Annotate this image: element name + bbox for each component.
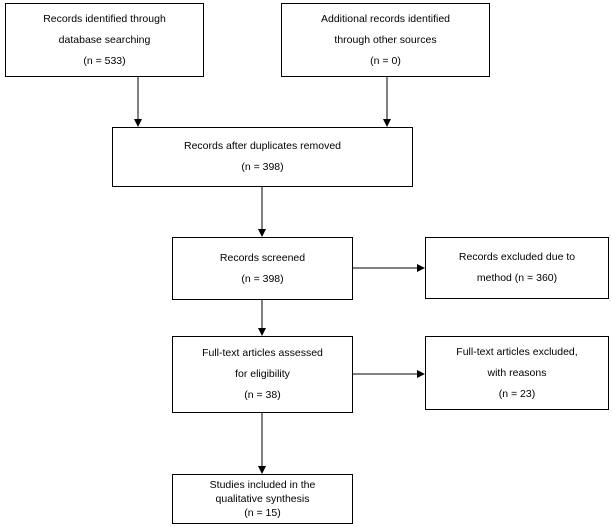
box-text-line: Records identified through [43,12,166,25]
box-text-line: method (n = 360) [476,272,558,284]
box-records-screened: Records screened (n = 398) [172,237,353,300]
box-text-line: through other sources [334,33,437,46]
box-text-line: (n = 398) [241,161,284,173]
box-text-line: Full-text articles excluded, [456,345,578,358]
box-text-line: (n = 398) [241,272,284,285]
box-additional-records-other-sources: Additional records identified through ot… [281,3,490,77]
box-text-line: Records after duplicates removed [184,140,341,152]
box-text-line: database searching [58,33,151,46]
box-text-line: Records screened [219,251,306,264]
box-text-line: Full-text articles assessed [202,347,323,359]
box-text-line: qualitative synthesis [215,493,310,505]
box-text-line: (n = 38) [244,389,281,401]
box-records-identified-database: Records identified through database sear… [5,3,204,77]
box-text-line: Records excluded due to [458,251,576,263]
box-text-line: (n = 15) [244,507,281,519]
box-fulltext-assessed: Full-text articles assessed for eligibil… [172,336,353,413]
box-studies-included: Studies included in the qualitative synt… [172,474,353,524]
box-text-line: for eligibility [235,368,290,380]
box-text-line: Additional records identified [321,12,450,25]
box-text-line: (n = 23) [498,387,536,400]
box-fulltext-excluded: Full-text articles excluded, with reason… [425,336,609,410]
box-records-excluded-method: Records excluded due to method (n = 360) [425,237,609,299]
box-text-line: Studies included in the [209,479,316,491]
box-text-line: (n = 533) [83,54,126,67]
box-records-after-duplicates: Records after duplicates removed (n = 39… [112,127,413,187]
box-text-line: with reasons [487,366,547,379]
box-text-line: (n = 0) [370,54,401,67]
